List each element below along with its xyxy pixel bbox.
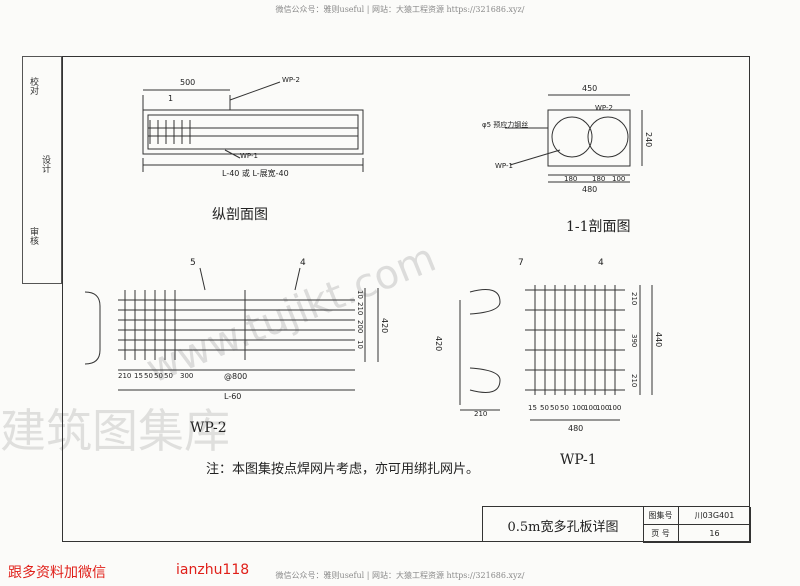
wp1-dim-210: 210 xyxy=(474,410,488,418)
wp1-rdim-210a: 210 xyxy=(630,292,638,306)
wp2-mesh-view xyxy=(84,267,379,391)
wp1-dim-480: 480 xyxy=(568,424,584,433)
wp2-dim-300: 300 xyxy=(180,372,194,380)
wp1-dim-440: 440 xyxy=(654,332,663,348)
wp2-title: WP-2 xyxy=(190,420,227,436)
atlas-number: 川03G401 xyxy=(679,507,751,525)
cn-watermark: 建筑图集库 xyxy=(0,404,230,458)
wp1-bar4: 4 xyxy=(598,258,604,268)
wp2-dim-15: 15 xyxy=(134,372,143,380)
sec-mark-wp2: WP-2 xyxy=(595,104,613,112)
wp2-dim-50c: 50 xyxy=(164,372,173,380)
wp2-rdim-10b: 10 xyxy=(356,340,364,349)
wp1-title: WP-1 xyxy=(560,452,597,468)
drawing-note: 注：本图集按点焊网片考虑，亦可用绑扎网片。 xyxy=(206,462,480,477)
promo-left: 跟多资料加微信 xyxy=(8,565,106,581)
wp1-bdim-100a: 100 xyxy=(572,404,586,412)
longitudinal-section-view xyxy=(142,81,364,172)
wp1-mesh-view xyxy=(459,285,653,421)
wp2-dim-50b: 50 xyxy=(154,372,163,380)
header-note: 微信公众号：雅则useful | 网站：大猿工程资源 https://32168… xyxy=(275,5,525,14)
wp2-rdim-210: 210 xyxy=(356,302,364,316)
wp2-dim-420: 420 xyxy=(380,318,389,334)
long-title: 纵剖面图 xyxy=(212,207,268,223)
title-block: 0.5m宽多孔板详图 图集号 川03G401 页 号 16 xyxy=(482,506,751,543)
wp1-dim-left-420: 420 xyxy=(434,336,443,352)
wp2-rdim-10a: 10 xyxy=(356,290,364,299)
long-section-mark: 1 xyxy=(168,94,174,103)
atlas-label: 图集号 xyxy=(643,507,679,525)
sec-dim-240: 240 xyxy=(644,132,653,148)
wp2-dim-800: @800 xyxy=(224,372,248,381)
sidebar-signature-3: 审核 xyxy=(28,227,38,245)
wp1-bdim-50b: 50 xyxy=(550,404,559,412)
sec-dim-100: 100 xyxy=(612,175,626,183)
long-mark-wp1: WP-1 xyxy=(240,152,258,160)
long-dim-500: 500 xyxy=(180,78,196,87)
wp1-bdim-50c: 50 xyxy=(560,404,569,412)
cross-section-view xyxy=(505,94,643,183)
wp2-dim-L60: L-60 xyxy=(224,392,242,401)
wp2-dim-50a: 50 xyxy=(144,372,153,380)
wp2-rdim-200: 200 xyxy=(356,320,364,334)
sec-dim-180a: 180 xyxy=(564,175,578,183)
signature-sidebar: 校对 设计 审核 xyxy=(22,56,62,284)
wp1-bdim-100c: 100 xyxy=(596,404,610,412)
wp2-dim-210: 210 xyxy=(118,372,132,380)
drawing-frame xyxy=(62,56,750,542)
long-dim-bottom: L-40 或 L-展宽-40 xyxy=(222,169,289,178)
wp1-rdim-210b: 210 xyxy=(630,374,638,388)
footer-note: 微信公众号：雅则useful | 网站：大猿工程资源 https://32168… xyxy=(275,571,525,580)
page-label: 页 号 xyxy=(643,525,679,543)
sec-dim-480: 480 xyxy=(582,185,598,194)
sec-dim-450: 450 xyxy=(582,84,598,93)
wp1-rdim-390: 390 xyxy=(630,334,638,348)
wp1-bdim-50a: 50 xyxy=(540,404,549,412)
wp1-bar7: 7 xyxy=(518,258,524,268)
sidebar-signature-2: 设计 xyxy=(40,155,50,173)
footer-bar: 微信公众号：雅则useful | 网站：大猿工程资源 https://32168… xyxy=(0,558,800,586)
sec-strand-label: φ5 预应力钢丝 xyxy=(482,121,529,129)
sec-dim-180b: 180 xyxy=(592,175,606,183)
wp1-bdim-15: 15 xyxy=(528,404,537,412)
promo-right: ianzhu118 xyxy=(176,562,250,578)
drawing-title: 0.5m宽多孔板详图 xyxy=(483,507,644,543)
long-mark-wp2: WP-2 xyxy=(282,76,300,84)
wp1-bdim-100b: 100 xyxy=(584,404,598,412)
sec-mark-wp1: WP-1 xyxy=(495,162,513,170)
sec-title: 1-1剖面图 xyxy=(566,219,631,235)
sidebar-signature-1: 校对 xyxy=(28,77,38,95)
wp2-bar4: 4 xyxy=(300,258,306,268)
page-number: 16 xyxy=(679,525,751,543)
wp1-bdim-100d: 100 xyxy=(608,404,622,412)
wp2-bar5: 5 xyxy=(190,258,196,268)
